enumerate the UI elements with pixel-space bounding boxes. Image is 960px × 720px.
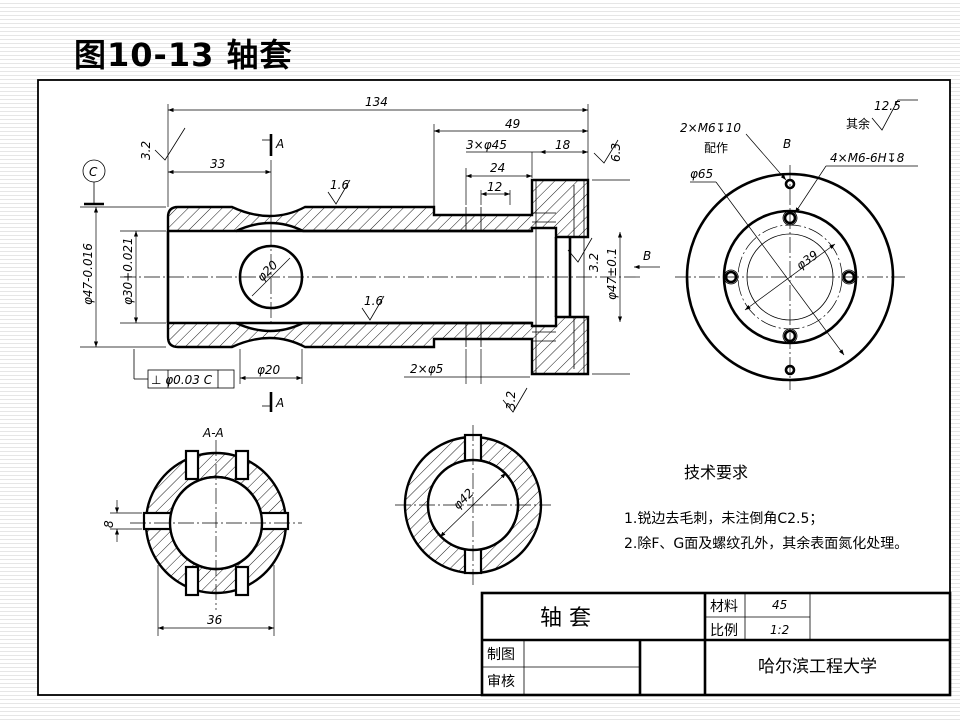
section-cut-markers: A A — [262, 134, 284, 412]
thread-note-1: 2×M6↧10 — [680, 121, 741, 135]
title-drawn-label: 制图 — [487, 647, 515, 663]
dim-20-bottom: φ20 — [257, 363, 281, 377]
tech-line-1: 1.锐边去毛刺，未注倒角C2.5； — [624, 511, 823, 527]
dim-47-tol: φ47-0.016 — [81, 243, 95, 305]
section-cut-a-top: A — [275, 137, 284, 151]
roughness-symbols: 3.2 1.6 1.6 6.3 3.2 3.2 12.5 其余 — [139, 99, 918, 413]
section-42: φ42 — [395, 425, 551, 585]
tech-line-2: 2.除F、G面及螺纹孔外，其余表面氮化处理。 — [624, 535, 908, 552]
section-label: A-A — [202, 426, 224, 440]
datum-and-tolerance: C ⊥ φ0.03 C — [82, 159, 235, 389]
roughness-r3: 1.6 — [364, 294, 383, 308]
datum-c: C — [89, 165, 98, 179]
main-section-view — [120, 178, 640, 376]
roughness-r1: 3.2 — [139, 141, 153, 160]
title-block: 轴 套 材料 45 比例 1:2 制图 审核 哈尔滨工程大学 — [480, 591, 952, 697]
roughness-r6: 3.2 — [504, 391, 518, 410]
tech-title: 技术要求 — [684, 463, 748, 482]
view-label-b: B — [783, 137, 791, 151]
lower-wall-hatch — [166, 315, 590, 376]
dim-30-tol: φ30+0.021 — [121, 237, 135, 305]
dim-49: 49 — [505, 117, 520, 131]
title-scale-label: 比例 — [710, 623, 738, 639]
dim-33: 33 — [210, 157, 225, 171]
roughness-rest-value: 12.5 — [874, 99, 901, 113]
dim-12: 12 — [487, 180, 502, 194]
main-view-dimensions: 134 49 3×φ45 18 24 12 33 φ47-0.016 φ30+0… — [80, 95, 660, 384]
roughness-r5: 3.2 — [587, 253, 601, 272]
dim-47-pm: φ47±0.1 — [605, 248, 619, 300]
page-title: 图10-13 轴套 — [74, 36, 293, 74]
title-material-value: 45 — [772, 598, 787, 612]
title-material-label: 材料 — [710, 599, 738, 615]
technical-requirements: 技术要求 1.锐边去毛刺，未注倒角C2.5； 2.除F、G面及螺纹孔外，其余表面… — [624, 463, 908, 552]
dim-2x5: 2×φ5 — [410, 362, 443, 376]
tolerance-frame: ⊥ φ0.03 C — [151, 373, 213, 387]
dim-24: 24 — [490, 161, 505, 175]
title-checked-label: 审核 — [487, 674, 515, 690]
dim-65: φ65 — [690, 167, 713, 181]
title-part-name: 轴 套 — [540, 606, 591, 631]
thread-note-1-remark: 配作 — [704, 141, 728, 155]
dim-36: 36 — [207, 613, 223, 627]
dim-134: 134 — [365, 95, 388, 109]
roughness-r4: 6.3 — [609, 143, 623, 162]
roughness-rest-label: 其余 — [846, 116, 870, 131]
title-scale-value: 1:2 — [770, 623, 789, 637]
end-view: 2×M6↧10 配作 4×M6-6H↧8 B φ65 φ39 — [675, 121, 918, 390]
title-school: 哈尔滨工程大学 — [758, 657, 877, 677]
section-a-a: A-A 8 36 — [102, 426, 302, 636]
dim-8: 8 — [102, 520, 116, 528]
thread-note-2: 4×M6-6H↧8 — [830, 151, 905, 165]
view-arrow-b: B — [643, 249, 651, 263]
roughness-r2: 1.6 — [330, 178, 349, 192]
dim-3x45: 3×φ45 — [466, 138, 507, 152]
section-cut-a-bottom: A — [275, 396, 284, 410]
dim-18: 18 — [555, 138, 571, 152]
